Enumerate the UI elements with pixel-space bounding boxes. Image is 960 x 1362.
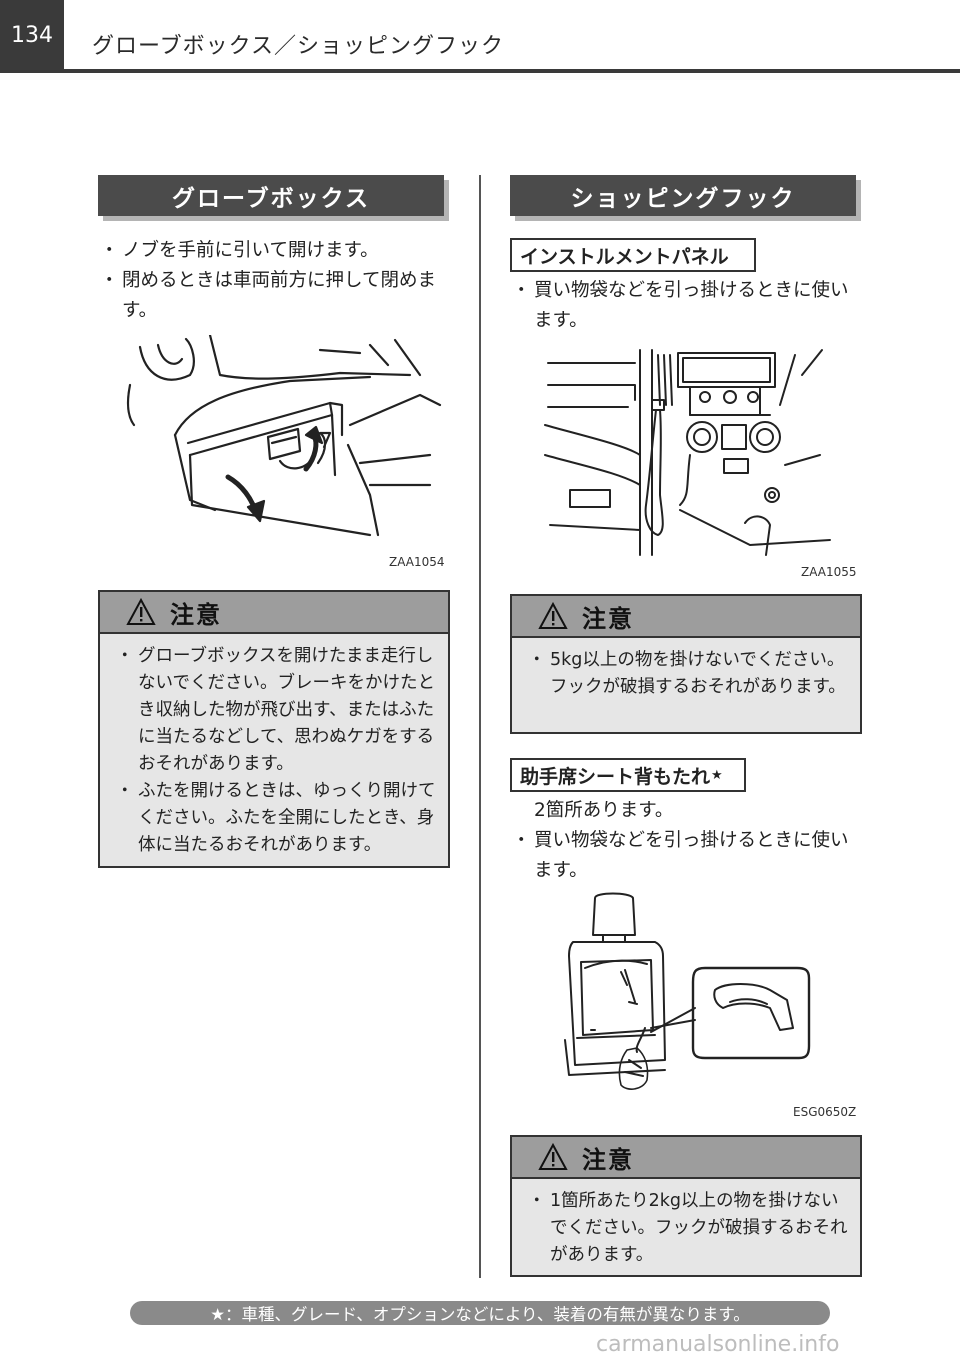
list-item: 5kg以上の物を掛けないでください。フックが破損するおそれがあります。 <box>528 647 848 701</box>
instrument-panel-illustration <box>544 349 831 556</box>
warning-icon <box>538 1143 568 1170</box>
list-item: 閉めるときは車両前方に押して閉めます。 <box>100 266 455 326</box>
caution-list: グローブボックスを開けたまま走行しないでください。ブレーキをかけたとき収納した物… <box>100 634 448 867</box>
warning-icon <box>126 598 156 625</box>
subsection-title-passenger-seat: 助手席シート背もたれ★ <box>510 758 746 792</box>
subsection-title-instrument-panel: インストルメントパネル <box>510 238 756 272</box>
passenger-seat-instructions: 2箇所あります。 買い物袋などを引っ掛けるときに使います。 <box>512 796 862 886</box>
list-item: グローブボックスを開けたまま走行しないでください。ブレーキをかけたとき収納した物… <box>116 643 436 778</box>
glovebox-illustration <box>126 335 442 537</box>
warning-icon <box>538 602 568 629</box>
list-item: ノブを手前に引いて開けます。 <box>100 236 455 266</box>
section-title-glovebox: グローブボックス <box>98 175 444 216</box>
watermark: carmanualsonline.info <box>596 1332 840 1357</box>
caution-label: 注意 <box>582 1145 634 1174</box>
instrument-panel-instructions: 買い物袋などを引っ掛けるときに使います。 <box>512 276 862 336</box>
subsection-title-text: 助手席シート背もたれ <box>520 765 711 788</box>
caution-list: 5kg以上の物を掛けないでください。フックが破損するおそれがあります。 <box>512 638 860 709</box>
figure-code: ZAA1054 <box>389 555 445 569</box>
list-item: 買い物袋などを引っ掛けるときに使います。 <box>512 276 862 336</box>
page-number: 134 <box>0 0 64 71</box>
caution-box-instrument-panel: 注意 5kg以上の物を掛けないでください。フックが破損するおそれがあります。 <box>510 594 862 734</box>
column-divider <box>479 175 481 1278</box>
caution-label: 注意 <box>170 600 222 629</box>
page-header: 134 グローブボックス／ショッピングフック <box>0 0 960 74</box>
figure-code: ESG0650Z <box>793 1105 857 1119</box>
caution-list: 1箇所あたり2kg以上の物を掛けないでください。フックが破損するおそれがあります… <box>512 1179 860 1277</box>
page-title: グローブボックス／ショッピングフック <box>92 34 505 59</box>
glovebox-instructions: ノブを手前に引いて開けます。 閉めるときは車両前方に押して閉めます。 <box>100 236 455 326</box>
list-item: 2箇所あります。 <box>534 800 674 821</box>
list-item: 1箇所あたり2kg以上の物を掛けないでください。フックが破損するおそれがあります… <box>528 1188 848 1269</box>
star-mark: ★ <box>711 767 723 783</box>
list-item: 買い物袋などを引っ掛けるときに使います。 <box>512 826 862 886</box>
section-title-shopping-hook: ショッピングフック <box>510 175 856 216</box>
header-rule <box>0 69 960 73</box>
list-item: ふたを開けるときは、ゆっくり開けてください。ふたを全開にしたとき、身体に当たるお… <box>116 778 436 859</box>
caution-label: 注意 <box>582 604 634 633</box>
caution-header: 注意 <box>100 592 448 634</box>
figure-code: ZAA1055 <box>801 565 857 579</box>
caution-box-glovebox: 注意 グローブボックスを開けたまま走行しないでください。ブレーキをかけたとき収納… <box>98 590 450 868</box>
caution-box-passenger-seat: 注意 1箇所あたり2kg以上の物を掛けないでください。フックが破損するおそれがあ… <box>510 1135 862 1277</box>
caution-header: 注意 <box>512 596 860 638</box>
seatback-hook-illustration <box>564 892 811 1090</box>
caution-header: 注意 <box>512 1137 860 1179</box>
footer-note: ★：車種、グレード、オプションなどにより、装着の有無が異なります。 <box>130 1301 830 1325</box>
